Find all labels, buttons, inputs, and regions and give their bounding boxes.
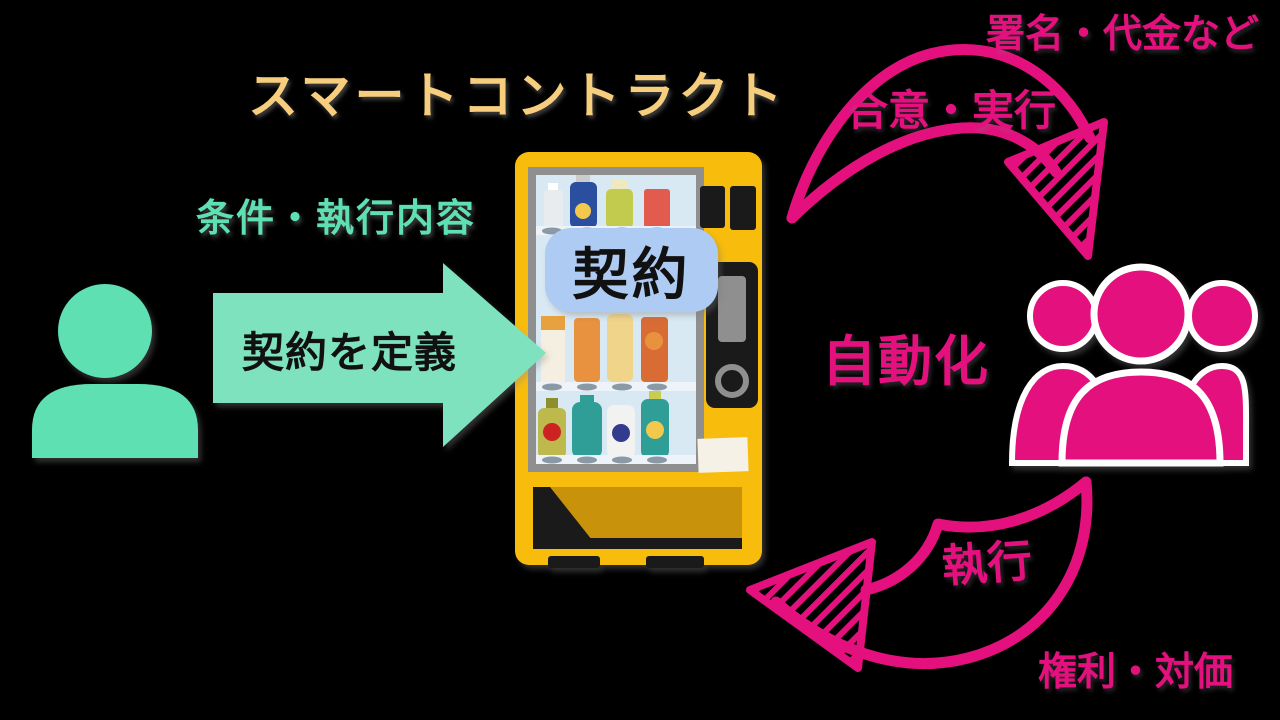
- conditions-label: 条件・執行内容: [196, 196, 477, 240]
- define-arrow: [213, 263, 546, 447]
- cycle-arrow-top: [786, 44, 1108, 260]
- rights-compensation-label: 権利・対価: [1038, 650, 1234, 695]
- contract-badge-label: 契約: [572, 242, 691, 308]
- user-icon: [32, 284, 198, 458]
- signature-payment-label: 署名・代金など: [986, 12, 1260, 57]
- users-icon: [1008, 263, 1258, 467]
- execution-label: 執行: [940, 533, 1034, 594]
- contract-badge: 契約: [545, 228, 718, 312]
- cycle-arrow-bottom: [746, 476, 1093, 672]
- page-title: スマートコントラクト: [248, 67, 787, 125]
- define-arrow-label: 契約を定義: [242, 328, 458, 377]
- agreement-execution-label: 合意・実行: [846, 86, 1057, 135]
- automation-label: 自動化: [822, 330, 990, 393]
- vending-machine-icon: [515, 152, 762, 568]
